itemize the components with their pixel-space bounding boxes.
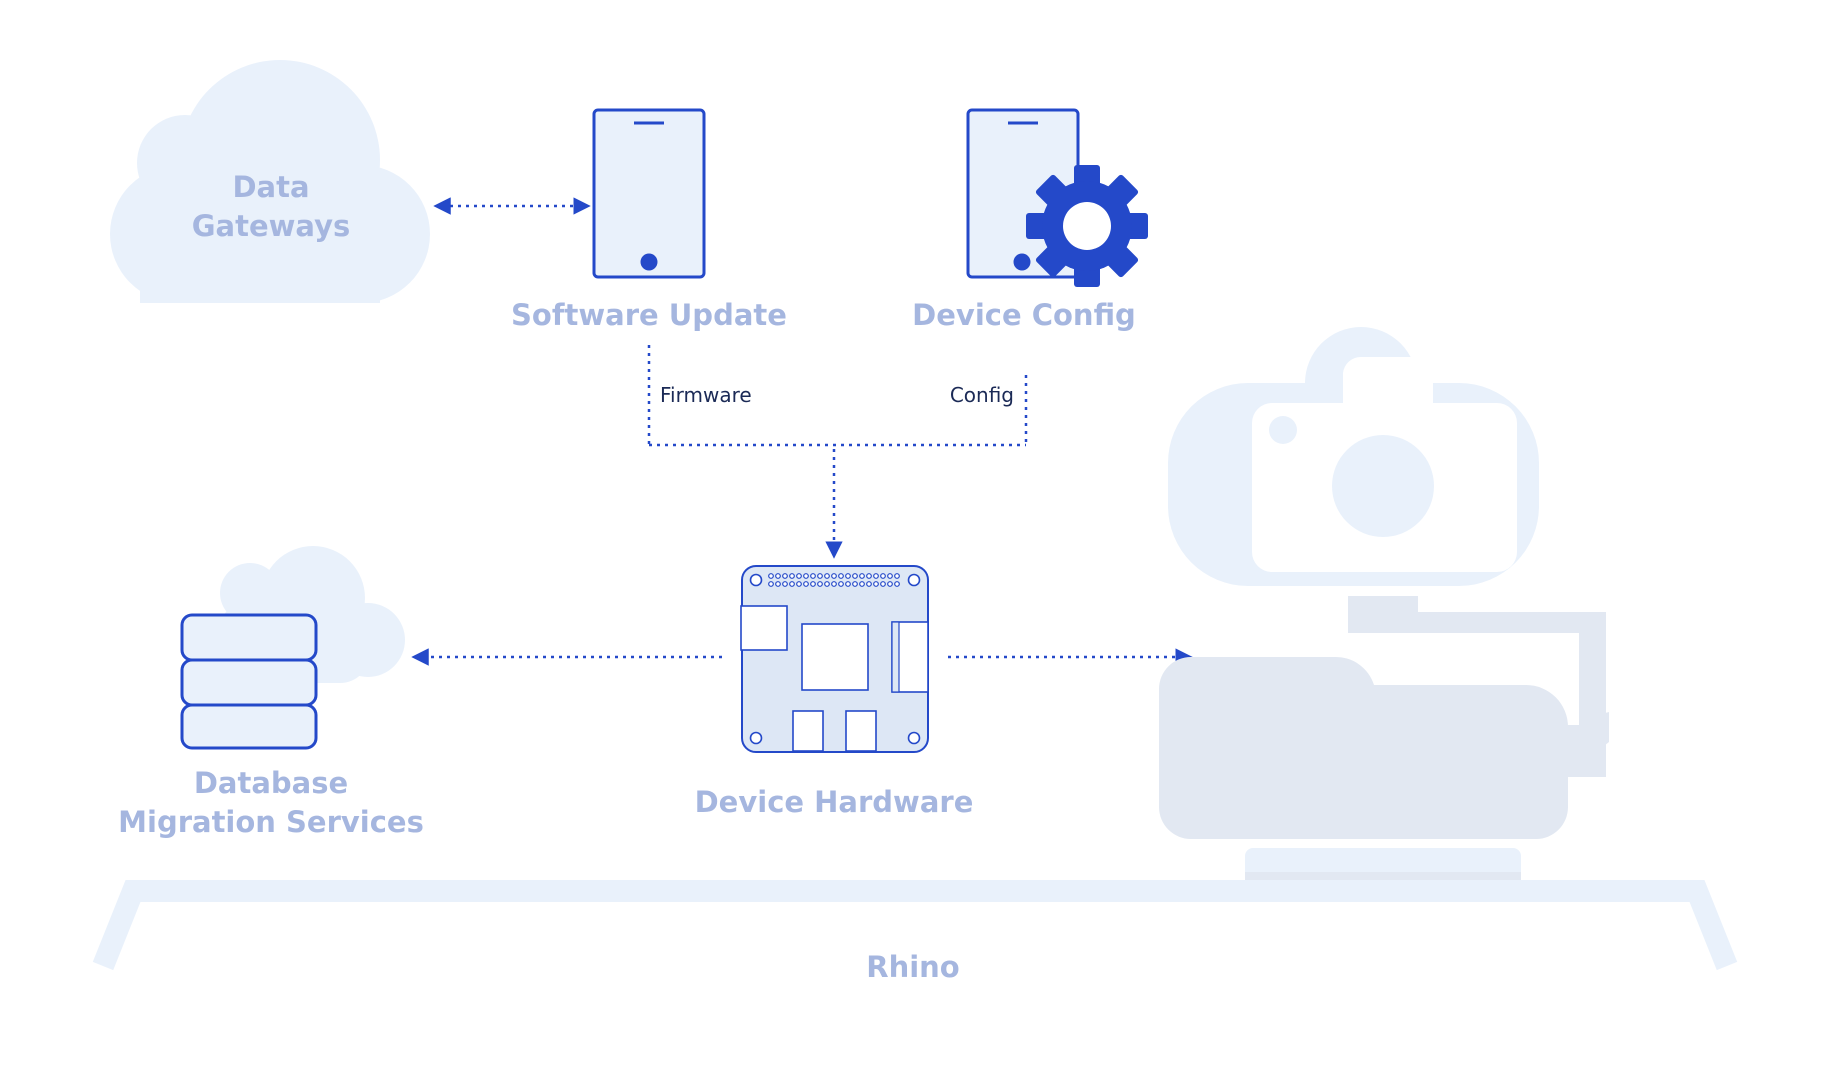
circuit-board-icon xyxy=(740,565,929,753)
device-config-label: Device Config xyxy=(912,298,1136,332)
camera-on-mount-icon xyxy=(1159,327,1609,898)
config-edge-label: Config xyxy=(949,383,1014,407)
database-migration-line1: Database xyxy=(193,766,349,800)
firmware-edge-label: Firmware xyxy=(660,383,752,407)
rhino-label: Rhino xyxy=(866,950,960,984)
gear-icon xyxy=(1026,165,1148,287)
cloud-icon xyxy=(110,60,430,303)
database-migration-label: Database Migration Services xyxy=(91,764,451,842)
software-update-label: Software Update xyxy=(511,298,787,332)
firmware-config-connector xyxy=(647,345,1028,447)
device-hardware-label: Device Hardware xyxy=(694,785,974,819)
gpio-header xyxy=(768,573,900,587)
data-gateways-line1: Data xyxy=(232,170,310,204)
database-stack-icon xyxy=(180,613,318,750)
database-migration-line2: Migration Services xyxy=(118,805,424,839)
data-gateways-line2: Gateways xyxy=(191,209,351,243)
data-gateways-label: Data Gateways xyxy=(131,168,411,246)
platform-shelf-icon xyxy=(92,880,1738,971)
mobile-device-icon xyxy=(592,108,706,279)
